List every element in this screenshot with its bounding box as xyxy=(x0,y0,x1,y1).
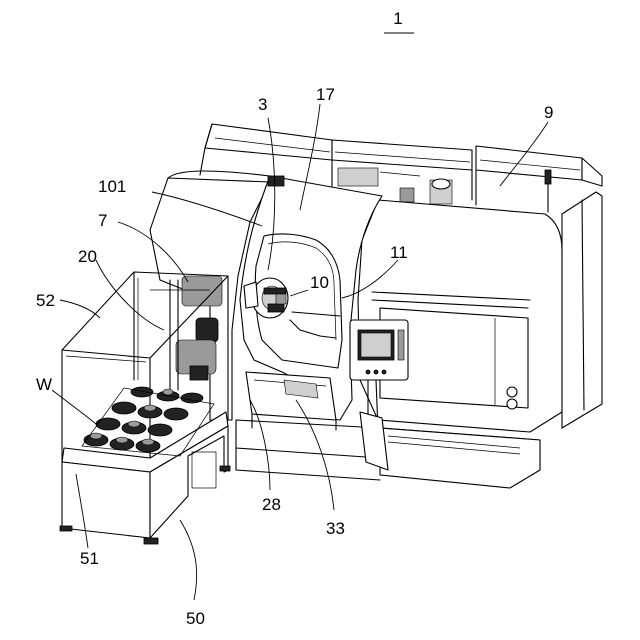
label-20: 20 xyxy=(78,247,97,266)
label-3: 3 xyxy=(258,95,267,114)
label-50: 50 xyxy=(186,609,205,628)
label-11: 11 xyxy=(390,243,408,262)
label-51: 51 xyxy=(80,549,99,568)
label-28: 28 xyxy=(262,495,281,514)
label-W: W xyxy=(36,375,52,394)
label-33: 33 xyxy=(326,519,345,538)
label-101: 101 xyxy=(98,177,126,196)
figure-number: 1 xyxy=(393,9,402,28)
label-17: 17 xyxy=(316,85,335,104)
label-52: 52 xyxy=(36,291,55,310)
label-9: 9 xyxy=(544,103,553,122)
label-10: 10 xyxy=(310,273,329,292)
label-7: 7 xyxy=(98,211,107,230)
